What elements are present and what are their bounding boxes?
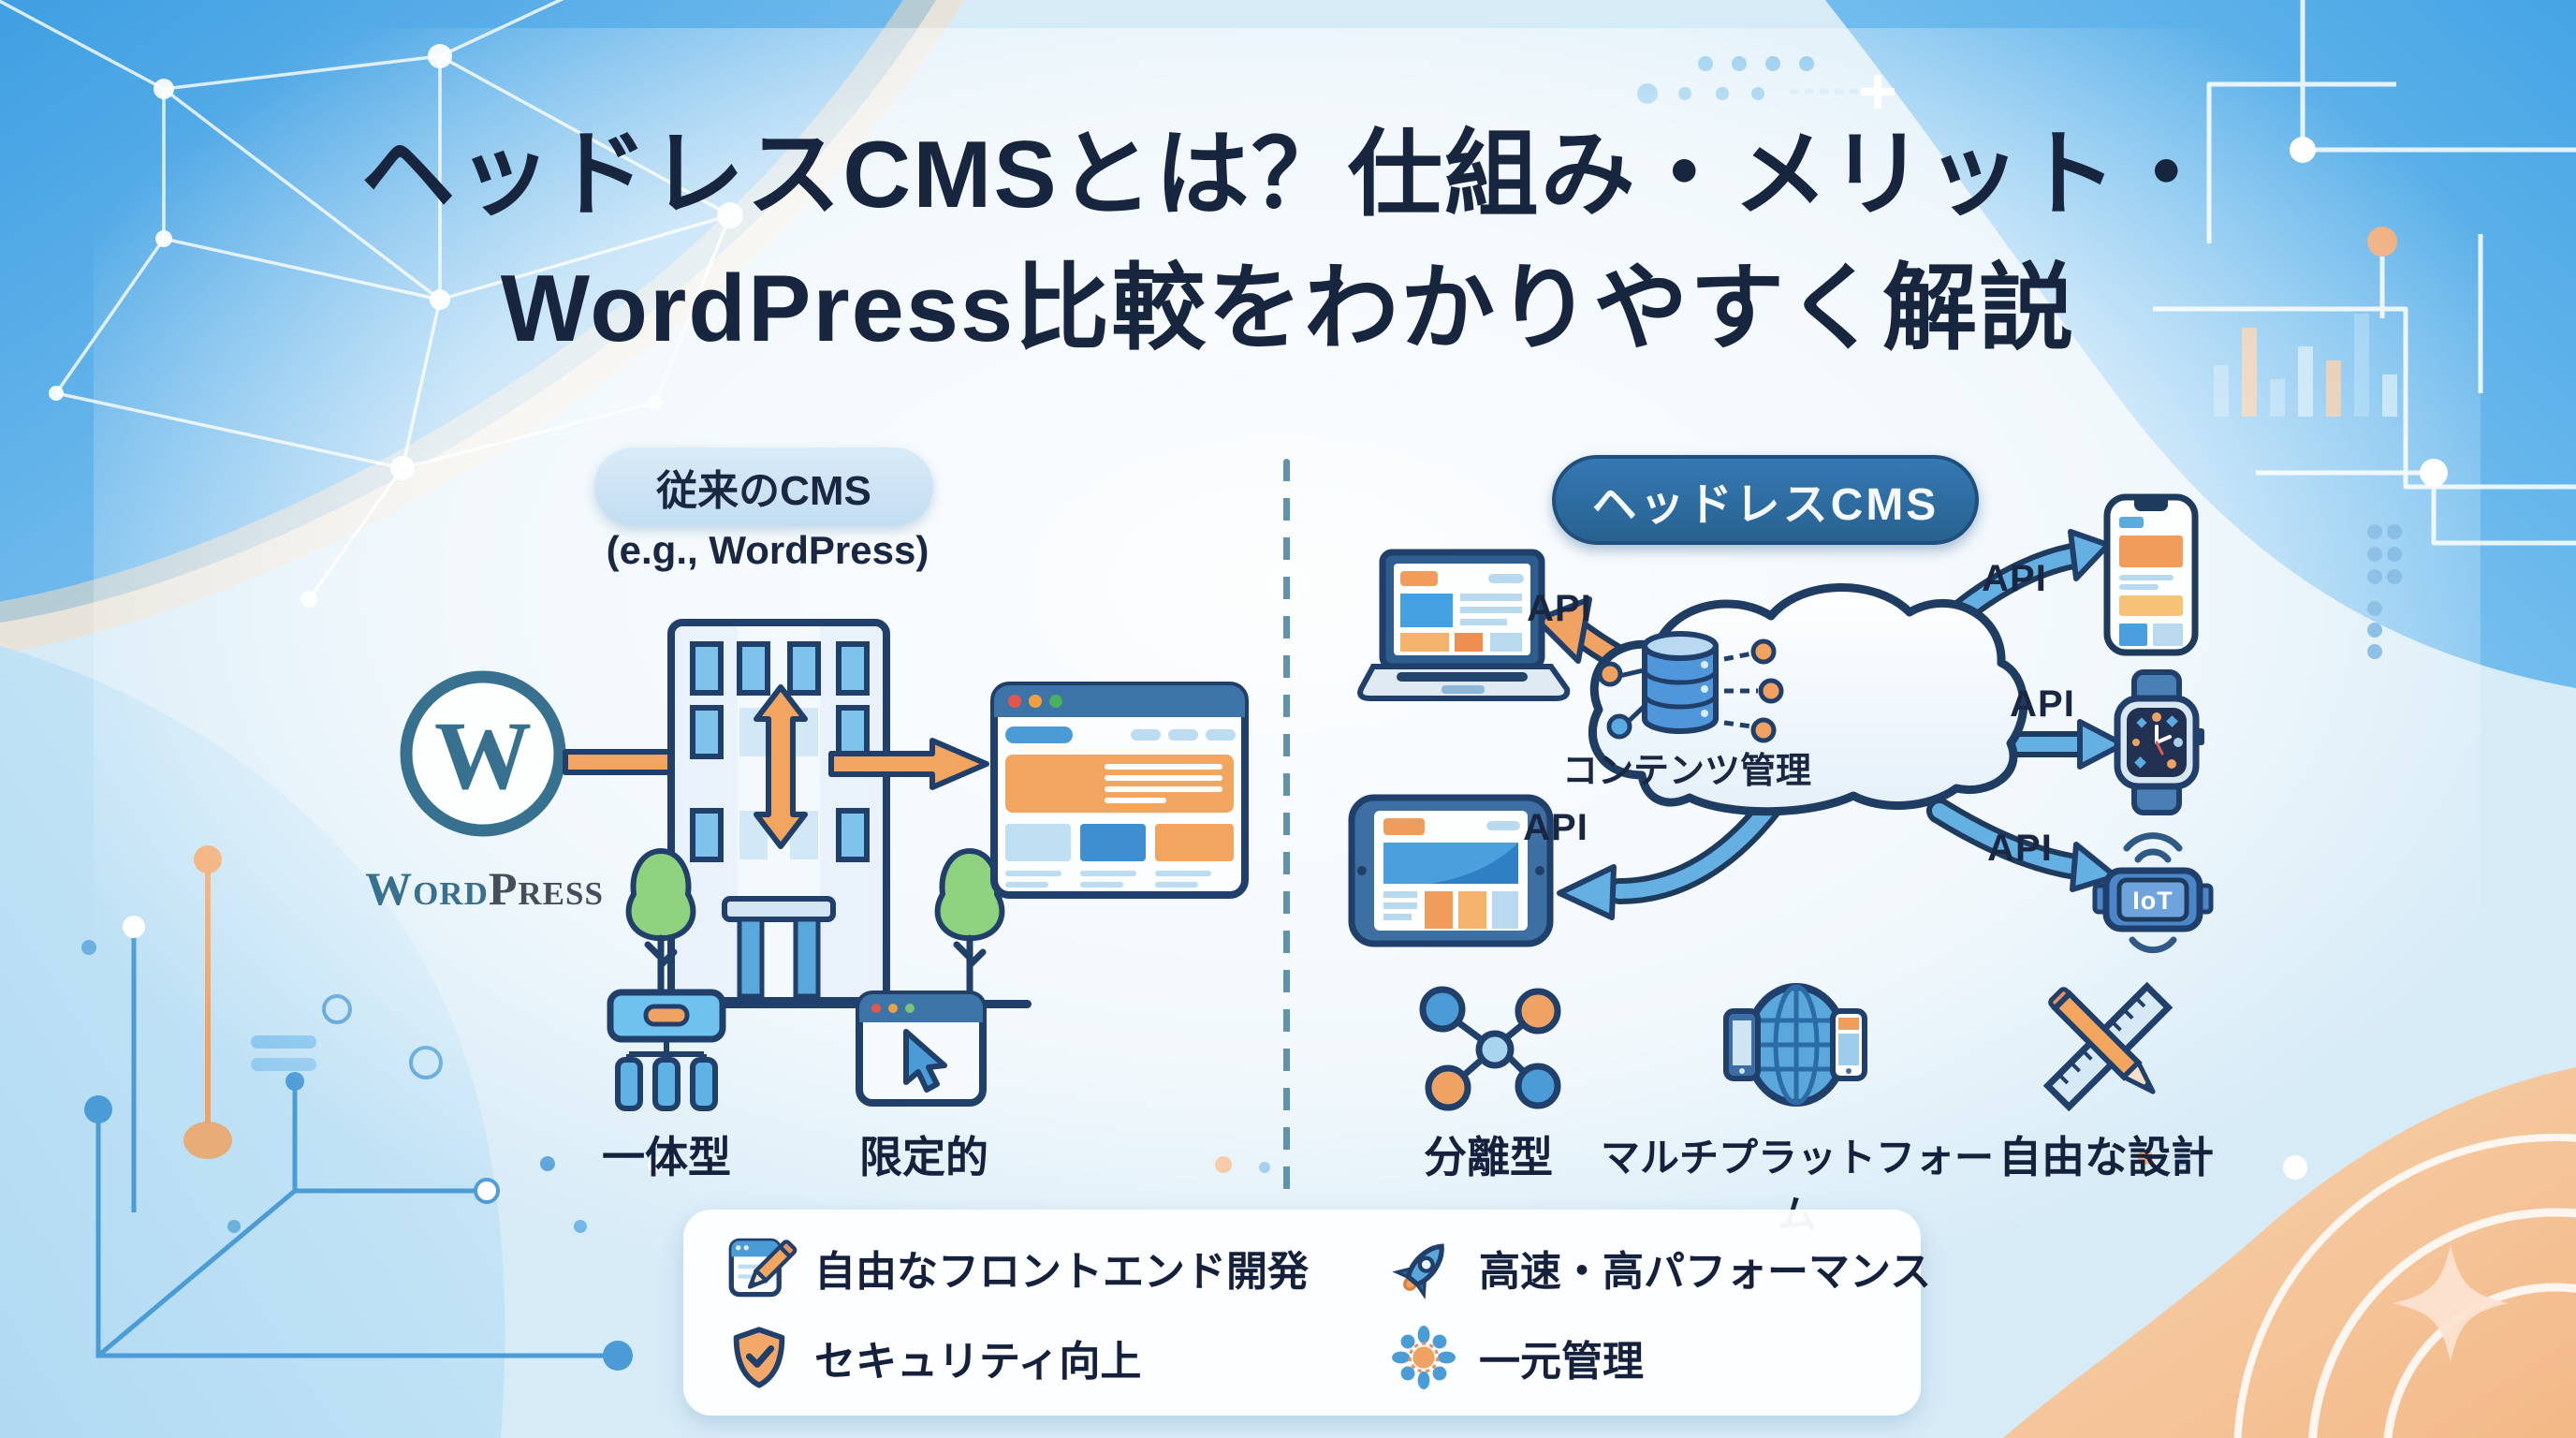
smartphone-icon	[2103, 493, 2199, 656]
feature-label-free-design: 自由な設計	[1998, 1133, 2214, 1181]
laptop-icon	[1357, 549, 1571, 701]
iot-device-icon: IoT	[2092, 832, 2214, 954]
api-label: API	[1982, 558, 2047, 599]
monolith-icon	[607, 989, 726, 1111]
wordpress-logo-icon: W	[400, 670, 566, 837]
feature-label-monolithic: 一体型	[602, 1133, 731, 1181]
benefits-panel: 自由なフロントエンド開発 高速・高パフォーマンス セキュリティ向上	[683, 1210, 1931, 1416]
hub-icon	[1392, 1326, 1456, 1389]
cloud-label: コンテンツ管理	[1562, 752, 1811, 791]
traditional-cms-badge: 従来のCMS	[594, 448, 933, 526]
feature-label-decoupled: 分離型	[1424, 1133, 1553, 1181]
benefit-item: 自由なフロントエンド開発	[726, 1228, 1309, 1307]
wordmark-press: Press	[488, 862, 604, 915]
feature-label-multiplatform: マルチプラットフォーム	[1600, 1136, 1994, 1237]
benefit-label: セキュリティ向上	[814, 1339, 1142, 1385]
benefit-label: 自由なフロントエンド開発	[814, 1249, 1309, 1295]
flow-arrow-right-icon	[828, 738, 989, 790]
ruler-pencil-icon	[2042, 981, 2174, 1112]
traditional-cms-subtitle: (e.g., WordPress)	[606, 528, 929, 572]
tree-icon	[625, 847, 696, 999]
benefit-item: セキュリティ向上	[726, 1318, 1141, 1397]
api-label: API	[1987, 828, 2053, 869]
database-icon	[1597, 631, 1784, 743]
sparkle-icon	[2393, 1245, 2509, 1361]
website-browser-icon	[990, 682, 1249, 899]
headless-cms-badge: ヘッドレスCMS	[1552, 455, 1979, 545]
flow-arrow-vertical-icon	[754, 684, 808, 849]
benefit-item: 高速・高パフォーマンス	[1391, 1228, 1931, 1307]
network-icon	[1419, 986, 1561, 1111]
globe-devices-icon	[1723, 983, 1867, 1107]
page-title-line2: WordPress比較をわかりやすく解説	[500, 257, 2076, 362]
api-label: API	[2010, 683, 2075, 725]
wordmark-word: Word	[365, 862, 489, 915]
benefit-label: 高速・高パフォーマンス	[1479, 1249, 1932, 1295]
smartwatch-icon	[2114, 669, 2204, 815]
page-title: ヘッドレスCMSとは？仕組み・メリット・ WordPress比較をわかりやすく解…	[0, 109, 2576, 377]
api-label: API	[1523, 807, 1588, 848]
iot-device-label: IoT	[2132, 887, 2174, 915]
editor-icon	[728, 1238, 798, 1298]
content-cloud-icon: コンテンツ管理	[1562, 583, 2028, 816]
api-arrow-tablet-icon	[1557, 792, 1784, 920]
shield-check-icon	[733, 1327, 785, 1388]
svg-text:W: W	[434, 702, 532, 810]
feature-label-limited: 限定的	[859, 1133, 988, 1181]
api-arrow-iot-icon	[1926, 798, 2118, 892]
api-label: API	[1527, 588, 1592, 629]
benefit-item: 一元管理	[1391, 1318, 1644, 1397]
ground-line	[620, 1000, 1032, 1008]
limited-window-icon	[856, 990, 987, 1107]
section-divider	[1283, 459, 1290, 1191]
rocket-icon	[1392, 1243, 1444, 1299]
tablet-icon	[1348, 794, 1554, 947]
page-title-line1: ヘッドレスCMSとは？仕組み・メリット・	[360, 123, 2216, 227]
benefit-label: 一元管理	[1479, 1339, 1644, 1385]
wordpress-wordmark: WordPress	[323, 861, 646, 916]
